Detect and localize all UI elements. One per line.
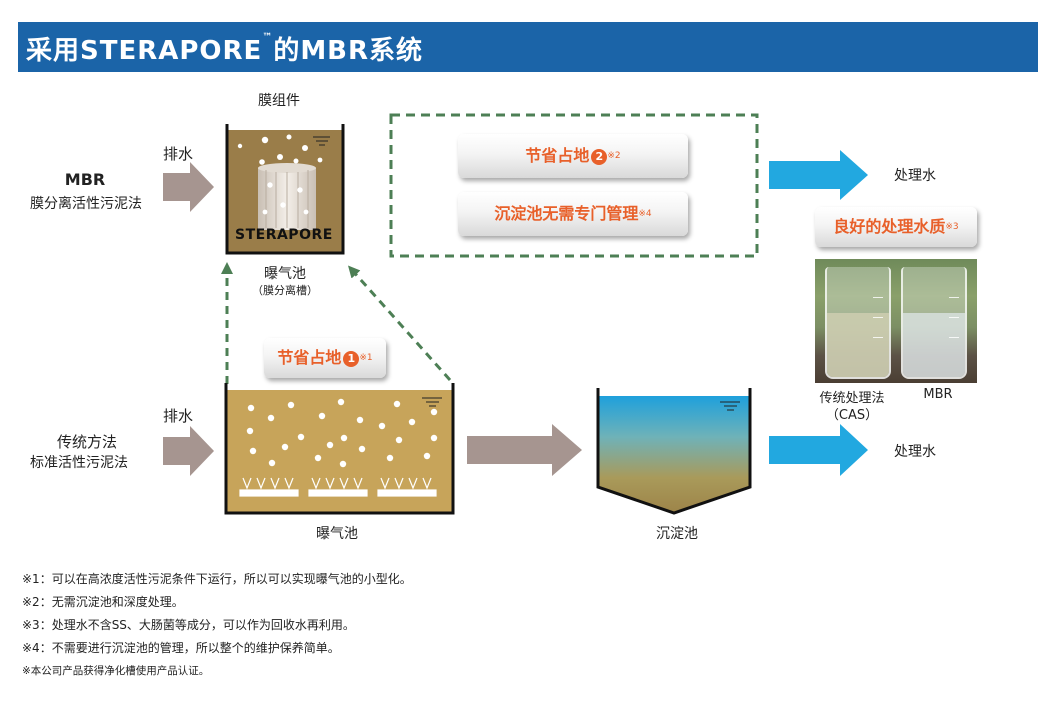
space-saving-arrows	[221, 262, 452, 384]
conventional-outflow-label: 处理水	[894, 444, 936, 460]
footnote-2: ※2：无需沉淀池和深度处理。	[22, 595, 184, 609]
cas-beaker-icon	[825, 267, 891, 379]
membrane-module	[258, 163, 316, 230]
mbr-label: MBR	[64, 170, 106, 189]
mbr-outflow-label: 处理水	[894, 168, 936, 184]
mbr-inflow-arrow	[163, 162, 214, 212]
benefits-dashed-box	[389, 113, 759, 258]
photo-label-mbr: MBR	[923, 387, 953, 402]
photo-label-cas-sub: （CAS）	[825, 408, 879, 423]
benefit-water-quality: 良好的处理水质※3	[815, 207, 977, 247]
mbr-inflow-label: 排水	[163, 145, 194, 163]
footnote-certification: ※本公司产品获得净化槽使用产品认证。	[22, 665, 210, 677]
mbr-sublabel: 膜分离活性污泥法	[30, 196, 142, 212]
membrane-module-label: 膜组件	[258, 93, 300, 109]
benefit-no-settling-management: 沉淀池无需专门管理※4	[458, 192, 688, 236]
diffuser-plates	[239, 477, 437, 497]
conventional-inflow-label: 排水	[163, 407, 194, 425]
footnote-3: ※3：处理水不含SS、大肠菌等成分，可以作为回收水再利用。	[22, 618, 355, 632]
settling-tank	[596, 388, 752, 515]
mbr-beaker-icon	[901, 267, 967, 379]
photo-label-cas: 传统处理法	[819, 391, 885, 406]
footnote-1: ※1：可以在高浓度活性污泥条件下运行，所以可以实现曝气池的小型化。	[22, 572, 412, 586]
aeration-bubbles	[246, 398, 438, 468]
conventional-sublabel: 标准活性污泥法	[30, 455, 128, 471]
footnotes: ※1：可以在高浓度活性污泥条件下运行，所以可以实现曝气池的小型化。 ※2：无需沉…	[22, 568, 412, 683]
settling-tank-label: 沉淀池	[656, 526, 698, 542]
mbr-outflow-arrow	[769, 150, 868, 200]
conventional-label: 传统方法	[57, 433, 118, 451]
footnote-4: ※4：不需要进行沉淀池的管理，所以整个的维护保养简单。	[22, 641, 340, 655]
trademark-symbol: ™	[262, 32, 274, 43]
benefit-number-badge: 2	[591, 149, 608, 165]
conventional-outflow-arrow	[769, 424, 868, 476]
benefit-number-badge: 1	[343, 351, 360, 367]
page-title: 采用STERAPORE™的MBR系统	[26, 32, 424, 66]
mbr-bubbles	[237, 134, 323, 215]
beaker-comparison-photo	[815, 259, 977, 383]
module-brand-label: STERAPORE	[235, 227, 333, 243]
mbr-tank-label: 曝气池	[264, 266, 306, 282]
conventional-tank-label: 曝气池	[316, 526, 358, 542]
header-bar: 采用STERAPORE™的MBR系统	[18, 22, 1038, 72]
transfer-arrow	[467, 424, 582, 476]
conventional-inflow-arrow	[163, 426, 214, 476]
mbr-tank-sublabel: （膜分离槽）	[252, 284, 318, 297]
